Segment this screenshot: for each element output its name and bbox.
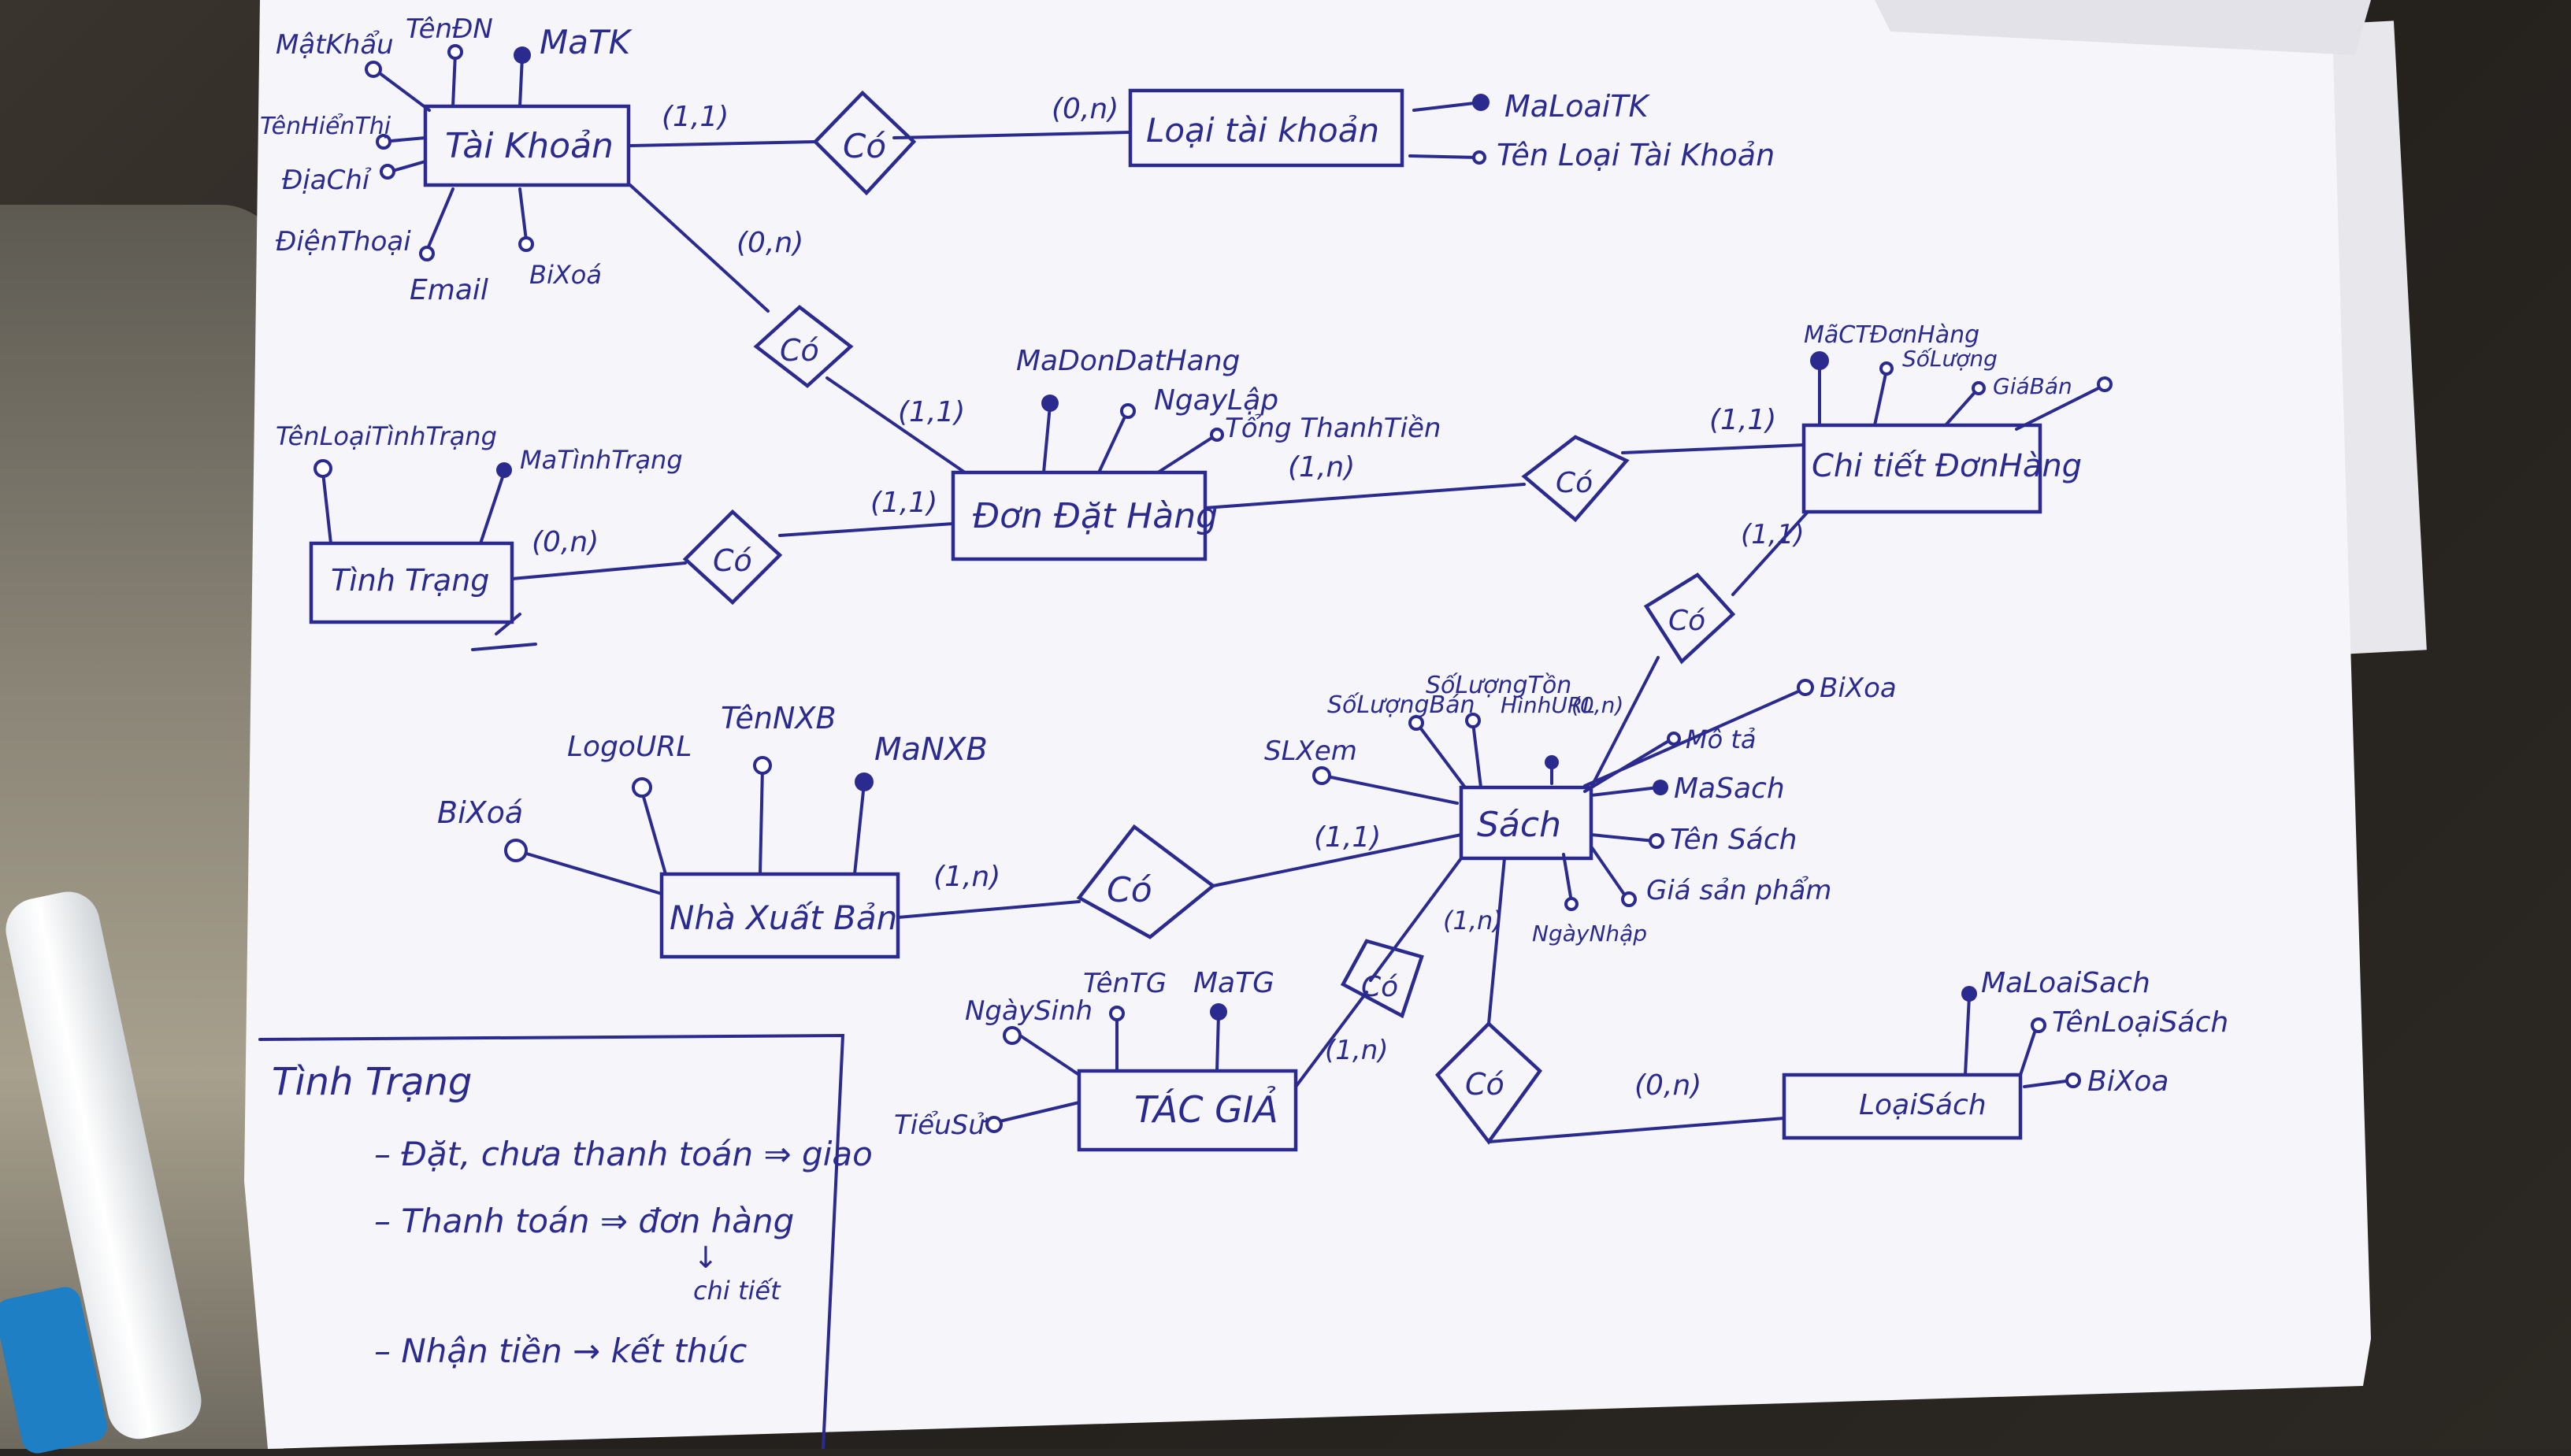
relationship-label: Có bbox=[1668, 605, 1705, 637]
attr-label: GiáBán bbox=[1993, 373, 2072, 399]
attr-label: BiXoa bbox=[2087, 1065, 2168, 1098]
relationship-label: Có bbox=[1107, 870, 1152, 910]
attribute-lines bbox=[321, 52, 2105, 1124]
attr-label: NgàySinh bbox=[965, 995, 1093, 1027]
entity-label-chi-tiet-don-hang: Chi tiết ĐơnHàng bbox=[1812, 448, 2082, 484]
relationship-ct-sach bbox=[1643, 572, 1736, 665]
attr-label: ĐịaChỉ bbox=[282, 165, 372, 196]
attr-label: MãCTĐơnHàng bbox=[1804, 321, 1979, 349]
cardinality-label: (0,n) bbox=[1052, 93, 1119, 125]
entity-don-dat-hang bbox=[951, 470, 1208, 561]
cardinality-label: (0,n) bbox=[532, 526, 599, 558]
attr-label: TiểuSử bbox=[894, 1110, 988, 1141]
attr-label: MaLoaiTK bbox=[1504, 89, 1651, 124]
attr-label: TênHiểnThị bbox=[260, 112, 391, 140]
attr-label: TênĐN bbox=[406, 13, 493, 45]
relationship-tg-sach bbox=[1340, 939, 1424, 1019]
attr-label: Email bbox=[410, 274, 488, 306]
attr-label: MaNXB bbox=[874, 732, 988, 768]
attr-label: NgàyNhập bbox=[1532, 921, 1647, 947]
cardinality-label: (0,n) bbox=[1634, 1069, 1701, 1102]
relationship-label: Có bbox=[843, 127, 886, 165]
cardinality-label: (0,n) bbox=[736, 227, 803, 259]
attr-label: Mô tả bbox=[1686, 724, 1757, 754]
cardinality-label: (1,1) bbox=[870, 487, 937, 519]
relationship-tt-ddh bbox=[682, 509, 783, 606]
cardinality-label: (1,1) bbox=[898, 396, 965, 428]
relationship-ddh-ct bbox=[1521, 435, 1630, 523]
note-line: – Đặt, chưa thanh toán ⇒ giao bbox=[374, 1135, 873, 1173]
entity-nha-xuat-ban bbox=[659, 872, 900, 959]
attr-label: TênNXB bbox=[721, 701, 837, 735]
attr-label: MaTìnhTrạng bbox=[520, 445, 683, 475]
relationship-label: Có bbox=[1556, 467, 1593, 499]
attr-label: TênLoạiTìnhTrạng bbox=[276, 421, 497, 451]
note-line: chi tiết bbox=[693, 1276, 781, 1306]
entity-tinh-trang bbox=[309, 541, 514, 624]
attr-label: Giá sản phẩm bbox=[1646, 875, 1831, 906]
attr-label: SốLượngBán bbox=[1327, 691, 1475, 719]
attr-label: TênLoạiSách bbox=[2052, 1006, 2228, 1039]
attr-label: Tên Sách bbox=[1670, 824, 1797, 856]
relationship-ls-sach bbox=[1435, 1021, 1542, 1145]
attr-label: HìnhURL bbox=[1501, 692, 1595, 718]
attr-label: BiXoa bbox=[1820, 672, 1897, 704]
note-line: ↓ bbox=[693, 1240, 718, 1275]
attr-label: MaDonDatHang bbox=[1016, 345, 1240, 377]
entity-label-tai-khoan: Tài Khoản bbox=[445, 126, 614, 166]
cardinality-label: (1,n) bbox=[1443, 906, 1503, 935]
attr-label: BiXoá bbox=[437, 795, 523, 830]
entity-label-tinh-trang: Tình Trạng bbox=[331, 563, 489, 598]
attr-label: (0,n) bbox=[1571, 692, 1623, 718]
entity-label-nha-xuat-ban: Nhà Xuất Bản bbox=[670, 898, 897, 937]
relationship-label: Có bbox=[1361, 971, 1398, 1003]
attr-label: ĐiệnThoại bbox=[276, 226, 411, 257]
attr-label: MaTK bbox=[540, 23, 633, 61]
relationship-nxb-sach bbox=[1076, 824, 1216, 939]
attr-label: Tên Loại Tài Khoản bbox=[1497, 138, 1775, 172]
cardinality-label: (1,n) bbox=[1288, 451, 1355, 483]
relationship-lines bbox=[471, 131, 1809, 1143]
relationship-label: Có bbox=[713, 543, 752, 578]
entity-label-loai-tai-khoan: Loại tài khoản bbox=[1146, 111, 1379, 150]
attr-label: SốLượngTồn bbox=[1426, 672, 1571, 699]
attr-label: SLXem bbox=[1264, 735, 1357, 767]
entity-label-don-dat-hang: Đơn Đặt Hàng bbox=[973, 496, 1218, 536]
relationship-tk-ltk bbox=[812, 90, 917, 196]
cardinality-label: (1,n) bbox=[933, 861, 1000, 893]
note-line: – Thanh toán ⇒ đơn hàng bbox=[374, 1202, 794, 1240]
attr-label: MaTG bbox=[1193, 967, 1274, 999]
cardinality-label: (1,1) bbox=[1314, 821, 1381, 854]
attr-label: LogoURL bbox=[567, 731, 692, 763]
cardinality-label: (1,1) bbox=[662, 101, 729, 133]
entity-label-loai-sach: LoạiSách bbox=[1859, 1089, 1987, 1121]
cardinality-label: (1,n) bbox=[1325, 1035, 1389, 1066]
attr-label: SốLượng bbox=[1902, 346, 1998, 372]
attr-label: Tổng ThanhTiền bbox=[1225, 413, 1441, 444]
attr-label: NgayLập bbox=[1154, 384, 1278, 417]
entity-label-sach: Sách bbox=[1477, 805, 1561, 845]
entity-label-tac-gia: TÁC GIẢ bbox=[1134, 1086, 1278, 1131]
entity-loai-tai-khoan bbox=[1128, 88, 1404, 168]
entity-tac-gia bbox=[1077, 1069, 1298, 1152]
relationship-tk-ddh bbox=[753, 305, 854, 388]
entity-loai-sach bbox=[1782, 1073, 2023, 1140]
attr-label: BiXoá bbox=[529, 260, 602, 290]
entity-sach bbox=[1459, 785, 1593, 861]
attr-label: MaSach bbox=[1674, 772, 1785, 805]
relationship-label: Có bbox=[780, 333, 819, 368]
cardinality-label: (1,1) bbox=[1709, 404, 1776, 436]
entity-tai-khoan bbox=[423, 104, 631, 187]
cardinality-label: (1,1) bbox=[1741, 519, 1805, 550]
attr-label: TênTG bbox=[1083, 968, 1167, 999]
attr-label: MậtKhẩu bbox=[276, 29, 394, 61]
attribute-markers bbox=[313, 44, 2113, 1133]
note-line: – Nhận tiền → kết thúc bbox=[374, 1332, 747, 1370]
entity-chi-tiet-don-hang bbox=[1801, 423, 2042, 514]
note-box bbox=[258, 1033, 845, 1449]
relationship-label: Có bbox=[1465, 1067, 1504, 1102]
note-title: Tình Trạng bbox=[272, 1060, 472, 1104]
attr-label: MaLoaiSach bbox=[1981, 967, 2150, 999]
